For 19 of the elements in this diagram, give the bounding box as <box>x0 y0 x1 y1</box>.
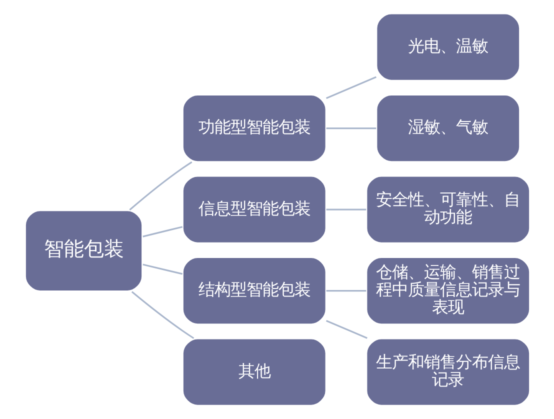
connector <box>325 76 376 99</box>
node-box: 光电、温敏 <box>374 12 520 82</box>
node-box: 智能包装 <box>24 209 143 292</box>
node-box: 仓储、运输、销售过程中质量信息记录与表现 <box>364 256 530 326</box>
node-box: 功能型智能包装 <box>181 94 327 163</box>
connector <box>142 226 182 238</box>
node-box: 信息型智能包装 <box>181 174 327 244</box>
connector <box>326 127 376 130</box>
connector <box>326 290 366 292</box>
node-box: 湿敏、气敏 <box>374 94 520 163</box>
connector <box>130 291 194 339</box>
connector <box>128 161 192 210</box>
connector <box>325 320 367 339</box>
node-box: 安全性、可靠性、自动功能 <box>364 174 530 244</box>
connector <box>326 208 366 210</box>
node-box: 其他 <box>181 337 327 407</box>
node-box: 生产和销售分布信息记录 <box>364 337 530 407</box>
node-box: 结构型智能包装 <box>181 256 327 326</box>
connector <box>142 264 182 275</box>
